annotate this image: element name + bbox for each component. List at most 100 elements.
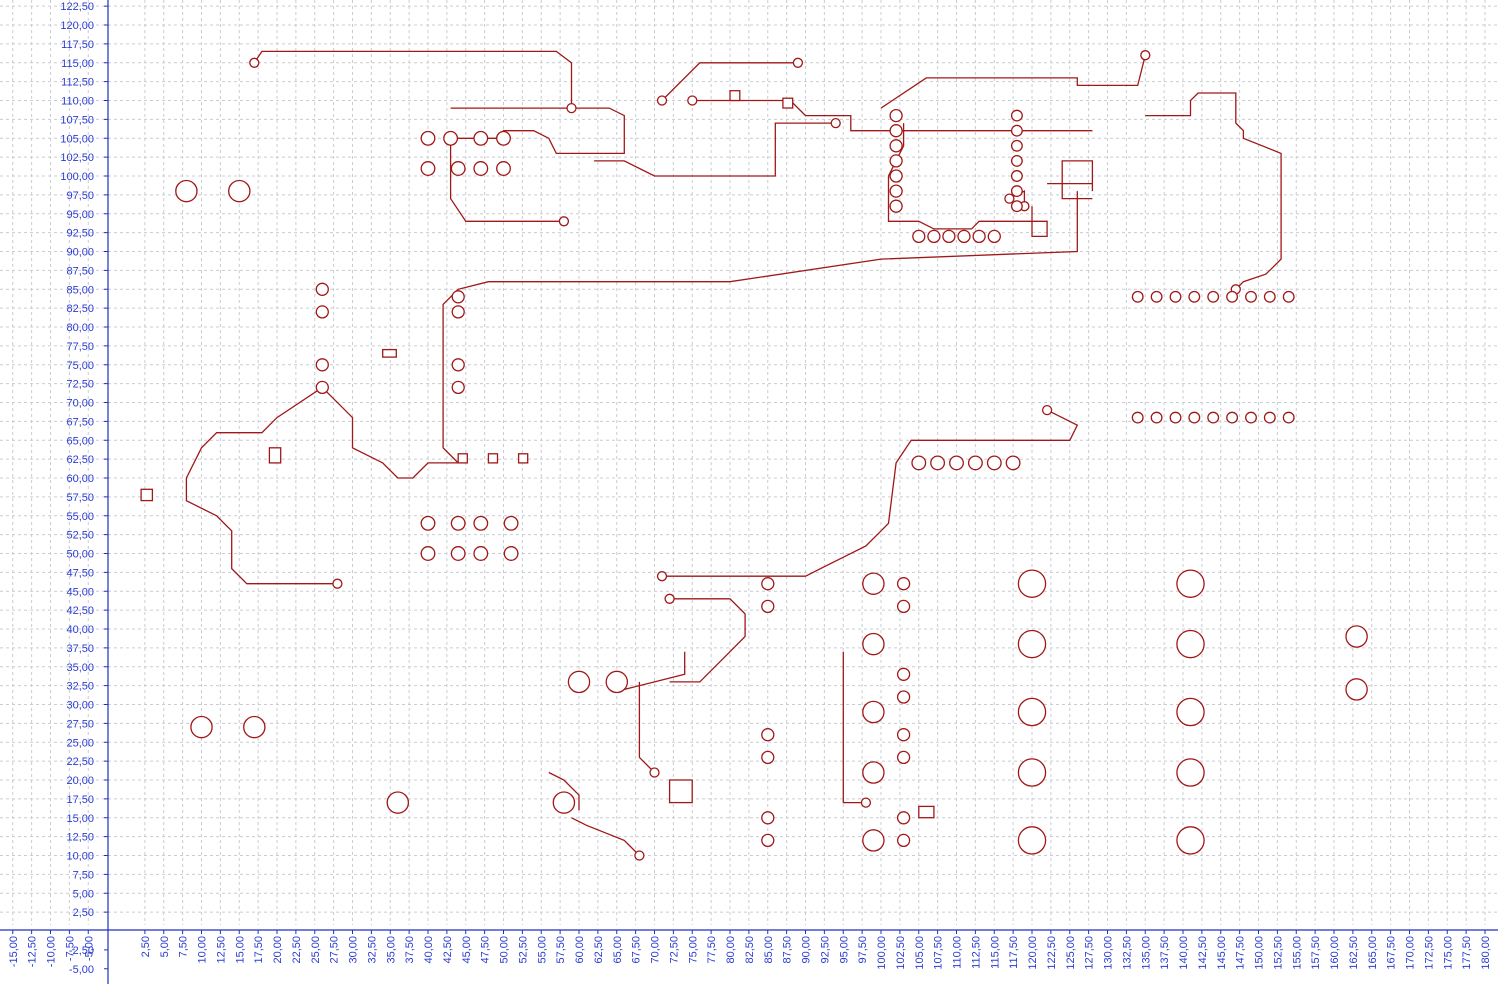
pad[interactable] — [896, 750, 911, 765]
pad[interactable] — [1245, 290, 1257, 303]
pad[interactable] — [315, 305, 329, 319]
pad[interactable] — [1169, 290, 1182, 303]
pad[interactable] — [1005, 455, 1021, 471]
pad[interactable] — [986, 455, 1002, 471]
pad[interactable] — [896, 599, 911, 614]
pad[interactable] — [972, 229, 986, 244]
pad[interactable] — [1131, 411, 1144, 424]
pad[interactable] — [889, 154, 903, 168]
pad[interactable] — [315, 380, 329, 395]
pad[interactable] — [912, 229, 926, 244]
pad[interactable] — [1226, 411, 1239, 424]
pad[interactable] — [761, 833, 775, 848]
pad[interactable] — [889, 124, 903, 138]
pad[interactable] — [761, 811, 775, 825]
smd-pad[interactable] — [140, 488, 154, 502]
pad[interactable] — [761, 577, 775, 591]
pad[interactable] — [792, 57, 804, 68]
pad[interactable] — [473, 130, 489, 146]
pad[interactable] — [889, 169, 903, 183]
pad[interactable] — [1176, 826, 1205, 855]
pad[interactable] — [1245, 411, 1257, 424]
pad[interactable] — [1226, 290, 1239, 303]
pad[interactable] — [927, 229, 941, 244]
pad[interactable] — [228, 179, 251, 203]
pad[interactable] — [1150, 411, 1163, 424]
pad[interactable] — [687, 95, 698, 106]
pad[interactable] — [1345, 625, 1368, 648]
pad[interactable] — [889, 108, 903, 123]
pad[interactable] — [443, 130, 459, 146]
smd-pad[interactable] — [668, 779, 693, 804]
smd-pad[interactable] — [268, 447, 282, 464]
pad[interactable] — [1188, 290, 1201, 303]
pad[interactable] — [896, 811, 911, 825]
pad[interactable] — [1263, 290, 1276, 303]
pad[interactable] — [911, 455, 927, 471]
pad[interactable] — [503, 515, 519, 531]
pad[interactable] — [949, 455, 964, 471]
pad[interactable] — [1169, 411, 1182, 424]
pad[interactable] — [567, 670, 591, 694]
pad[interactable] — [1207, 290, 1220, 303]
pad[interactable] — [451, 358, 465, 372]
pad[interactable] — [1345, 678, 1368, 701]
pad[interactable] — [503, 546, 519, 561]
pad[interactable] — [1140, 50, 1151, 61]
pad[interactable] — [889, 184, 903, 198]
pad[interactable] — [315, 358, 329, 372]
pad[interactable] — [1017, 697, 1047, 727]
pad[interactable] — [896, 577, 911, 591]
pad[interactable] — [862, 700, 885, 724]
pad[interactable] — [1263, 411, 1276, 424]
pad[interactable] — [473, 161, 489, 176]
smd-pad[interactable] — [457, 453, 468, 464]
pad[interactable] — [1176, 758, 1205, 787]
pad[interactable] — [386, 791, 410, 814]
pad[interactable] — [190, 715, 213, 739]
pad[interactable] — [649, 767, 660, 778]
pad[interactable] — [605, 670, 629, 694]
pad[interactable] — [1010, 185, 1023, 198]
smd-pad[interactable] — [918, 805, 935, 819]
pad[interactable] — [558, 216, 570, 227]
pad[interactable] — [862, 761, 885, 784]
pad[interactable] — [450, 515, 466, 531]
pad[interactable] — [930, 455, 946, 471]
pad[interactable] — [243, 715, 266, 739]
pad[interactable] — [420, 546, 436, 561]
pad[interactable] — [761, 599, 775, 614]
pad[interactable] — [1282, 290, 1295, 303]
pad[interactable] — [1010, 124, 1023, 137]
pad[interactable] — [862, 632, 885, 656]
pad[interactable] — [957, 229, 971, 244]
pad[interactable] — [451, 290, 465, 304]
pad[interactable] — [1041, 404, 1053, 416]
pad[interactable] — [761, 750, 775, 765]
smd-pad[interactable] — [487, 453, 499, 464]
pad[interactable] — [862, 572, 885, 595]
smd-pad[interactable] — [517, 453, 529, 464]
smd-pad[interactable] — [729, 90, 741, 102]
pad[interactable] — [664, 593, 675, 604]
pad[interactable] — [761, 728, 775, 742]
pad[interactable] — [1207, 411, 1220, 424]
pad[interactable] — [1017, 758, 1047, 787]
pad[interactable] — [830, 117, 841, 129]
pad[interactable] — [896, 728, 911, 742]
pad[interactable] — [1150, 290, 1163, 303]
pad[interactable] — [450, 161, 466, 176]
pad[interactable] — [896, 833, 911, 848]
pad[interactable] — [896, 667, 911, 681]
pad[interactable] — [315, 282, 329, 296]
pad[interactable] — [862, 829, 885, 852]
pad[interactable] — [332, 578, 343, 589]
pad[interactable] — [1010, 109, 1023, 122]
pad[interactable] — [1010, 154, 1023, 167]
pad[interactable] — [1004, 193, 1015, 204]
pad[interactable] — [450, 546, 466, 561]
pad[interactable] — [942, 229, 956, 244]
pad[interactable] — [473, 546, 489, 561]
pad[interactable] — [896, 690, 911, 704]
smd-pad[interactable] — [382, 348, 397, 358]
